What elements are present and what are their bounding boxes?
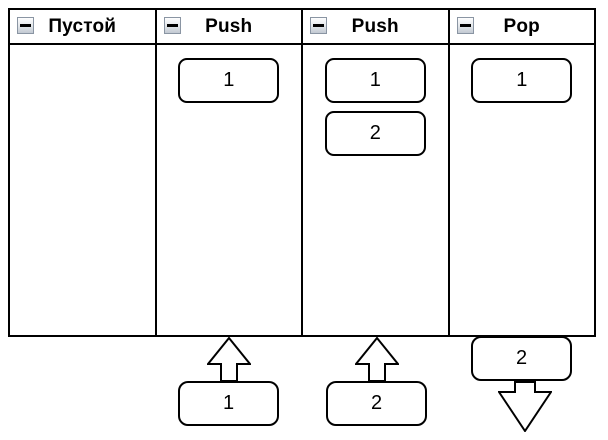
minus-icon	[166, 24, 178, 27]
collapse-button[interactable]	[456, 17, 474, 34]
push-input-box: 2	[326, 381, 427, 426]
column-title: Push	[351, 15, 399, 37]
stack-item: 1	[471, 58, 573, 103]
column-title: Push	[205, 15, 253, 37]
column-title: Pop	[503, 15, 540, 37]
stack-item: 1	[324, 58, 426, 103]
push-up-arrow-icon	[207, 337, 251, 382]
collapse-button[interactable]	[17, 17, 34, 34]
stack: 1	[157, 45, 302, 103]
stack: 1 2	[303, 45, 448, 156]
column-header-push-2: Push	[301, 10, 448, 43]
stack-item: 1	[178, 58, 280, 103]
collapse-button[interactable]	[163, 17, 181, 34]
header-row: Пустой Push Push Pop	[10, 10, 594, 45]
stack	[10, 45, 155, 58]
column-title: Пустой	[48, 15, 117, 37]
stack-column-push-2: 1 2	[301, 45, 448, 335]
column-header-pop: Pop	[447, 10, 595, 43]
diagram-frame: Пустой Push Push Pop 1	[8, 8, 596, 337]
body-row: 1 1 2 1	[10, 45, 594, 335]
minus-icon	[20, 24, 31, 27]
pop-down-arrow-icon	[498, 381, 552, 432]
push-input-box: 1	[178, 381, 279, 426]
column-header-push-1: Push	[154, 10, 302, 43]
stack-item: 2	[324, 111, 426, 156]
stack-column-push-1: 1	[154, 45, 302, 335]
stack: 1	[450, 45, 595, 103]
stack-column-empty	[10, 45, 155, 335]
column-header-empty: Пустой	[10, 10, 155, 43]
minus-icon	[313, 24, 324, 27]
minus-icon	[459, 24, 471, 27]
push-up-arrow-icon	[355, 337, 399, 382]
pop-output-box: 2	[471, 336, 572, 381]
collapse-button[interactable]	[310, 17, 327, 34]
stack-column-pop: 1	[447, 45, 595, 335]
